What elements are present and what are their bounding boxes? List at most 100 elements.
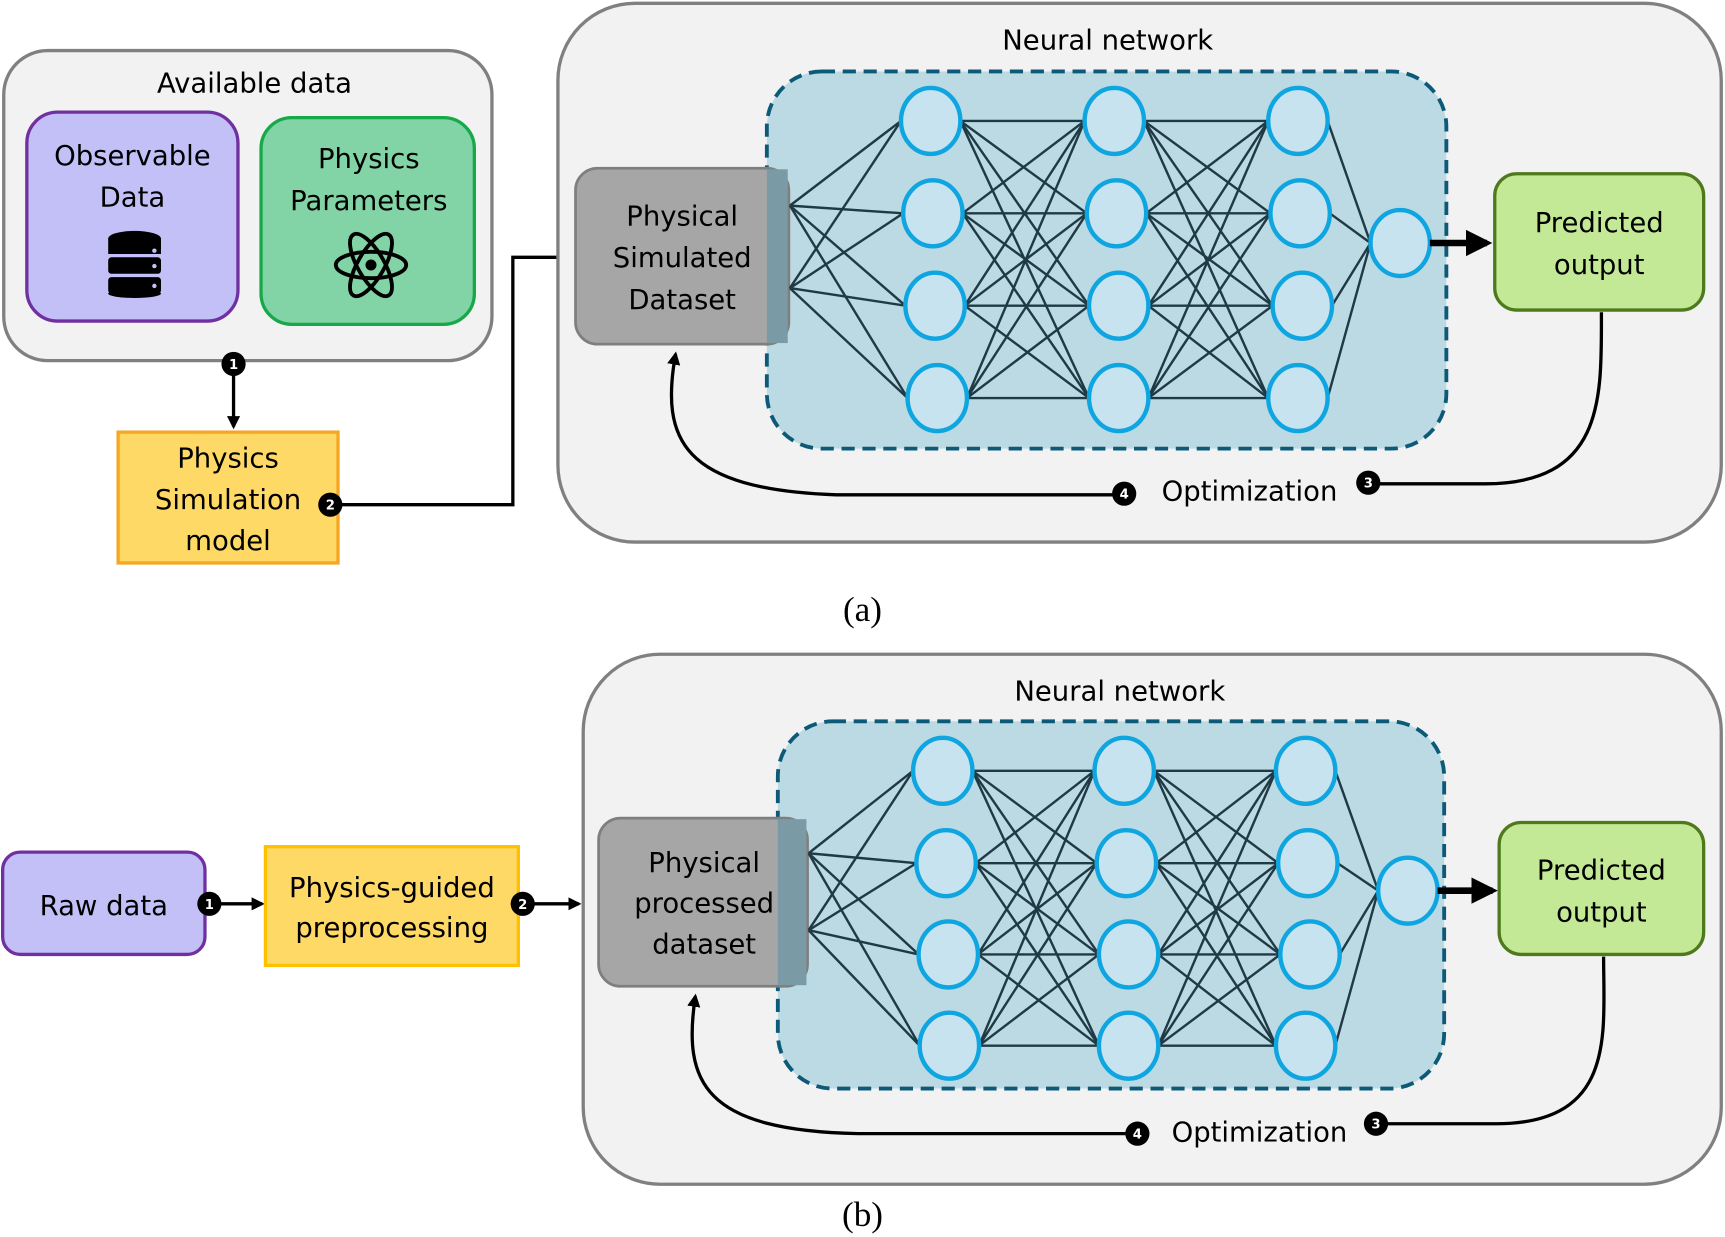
connection <box>977 770 1096 1047</box>
connection <box>1155 769 1277 865</box>
preprocessing-label-2: preprocessing <box>295 912 488 944</box>
neural-network-title-b: Neural network <box>1014 675 1225 707</box>
connection <box>1142 120 1270 399</box>
svg-text:3: 3 <box>1364 477 1373 492</box>
step-badge-3-a: 3 <box>1356 470 1381 495</box>
simulation-label-3: model <box>185 525 271 557</box>
dataset-label-a-1: Physical <box>626 200 738 232</box>
connection <box>789 204 907 307</box>
connection <box>1157 770 1277 956</box>
physics-parameters-box[interactable] <box>259 116 477 327</box>
connection <box>975 769 1096 865</box>
neuron <box>1096 919 1161 990</box>
physics-guided-preprocessing-box[interactable] <box>263 845 520 968</box>
connection <box>1330 242 1372 307</box>
neuron <box>917 1010 982 1081</box>
neuron <box>916 919 981 990</box>
preprocessing-label-1: Physics-guided <box>289 872 495 904</box>
connection <box>965 212 1088 399</box>
dataset-label-b-2: processed <box>634 888 774 920</box>
observable-data-box[interactable] <box>25 110 240 323</box>
neuron <box>1278 919 1342 990</box>
dataset-label-b-3: dataset <box>652 928 756 960</box>
connection <box>1157 770 1278 1047</box>
caption-b: (b) <box>842 1195 883 1234</box>
neuron <box>1086 270 1151 341</box>
neuron <box>1092 735 1157 806</box>
neuron <box>1273 1010 1338 1081</box>
connection <box>789 287 909 399</box>
connection <box>1147 212 1272 399</box>
connection <box>1334 890 1380 1046</box>
neuron <box>914 827 978 899</box>
svg-text:1: 1 <box>205 898 214 913</box>
connection <box>807 770 915 931</box>
connection <box>1326 120 1372 244</box>
dataset-box-b[interactable] <box>597 816 809 988</box>
svg-text:2: 2 <box>518 898 527 913</box>
connection <box>1157 953 1277 1047</box>
physics-parameters-label-2: Parameters <box>290 185 447 217</box>
connection <box>1147 304 1269 399</box>
connection <box>1338 890 1380 956</box>
connection <box>978 953 1100 1047</box>
output-neuron <box>1368 207 1433 279</box>
connection <box>1145 119 1269 215</box>
atom-icon <box>333 231 409 299</box>
step-badge-1-b: 1 <box>197 891 222 916</box>
predicted-output-label-b-2: output <box>1556 896 1647 928</box>
neuron <box>1266 362 1330 434</box>
connection <box>976 770 1096 956</box>
svg-text:2: 2 <box>326 499 335 514</box>
neuron <box>1094 827 1159 899</box>
connection <box>1334 770 1380 892</box>
panel-b: Raw data 1 Physics-guided preprocessing … <box>0 652 1723 1234</box>
arrow-step-2 <box>330 250 575 507</box>
connection <box>788 204 909 399</box>
step-badge-4-a: 4 <box>1112 481 1137 506</box>
svg-text:1: 1 <box>229 358 238 373</box>
step-badge-2: 2 <box>318 492 343 517</box>
connection <box>788 120 902 289</box>
connection <box>789 204 904 215</box>
connection <box>808 929 919 956</box>
simulation-label-1: Physics <box>177 442 279 474</box>
connection <box>1147 120 1270 399</box>
optimization-loop-b-left <box>687 993 1138 1136</box>
neuron <box>1268 178 1333 249</box>
connection <box>1147 304 1274 400</box>
neuron <box>1270 270 1335 341</box>
dataset-overlap-a <box>766 169 788 344</box>
connection <box>1336 862 1379 892</box>
neuron <box>1096 1010 1161 1081</box>
connection <box>808 852 917 865</box>
observable-data-label-2: Data <box>100 182 166 214</box>
observable-data-label-1: Observable <box>54 140 211 172</box>
step-badge-2-b: 2 <box>510 891 535 916</box>
step-badge-1: 1 <box>221 351 246 377</box>
connection <box>789 286 906 307</box>
optimization-loop-a-right <box>1369 312 1604 486</box>
simulation-label-2: Simulation <box>155 484 301 516</box>
neuron <box>1266 85 1330 157</box>
physics-simulation-model-box[interactable] <box>116 430 340 565</box>
optimization-label-b: Optimization <box>1172 1116 1348 1148</box>
optimization-label-a: Optimization <box>1162 475 1338 507</box>
database-icon <box>108 230 161 298</box>
connection <box>1326 242 1372 399</box>
connection <box>1152 770 1278 1047</box>
dataset-overlap-b <box>777 819 807 986</box>
output-neuron <box>1375 855 1440 926</box>
dataset-box-a[interactable] <box>574 166 791 346</box>
connection <box>1329 212 1372 244</box>
svg-text:4: 4 <box>1120 488 1129 503</box>
connection <box>789 212 904 290</box>
connection <box>978 862 1098 1047</box>
predicted-output-box-b[interactable] <box>1497 820 1706 957</box>
svg-text:4: 4 <box>1133 1128 1142 1143</box>
connection <box>789 119 902 207</box>
predicted-output-label-b-1: Predicted <box>1537 855 1666 887</box>
connection <box>961 119 1086 215</box>
predicted-output-box-a[interactable] <box>1493 172 1706 312</box>
optimization-loop-a-left <box>667 351 1125 497</box>
